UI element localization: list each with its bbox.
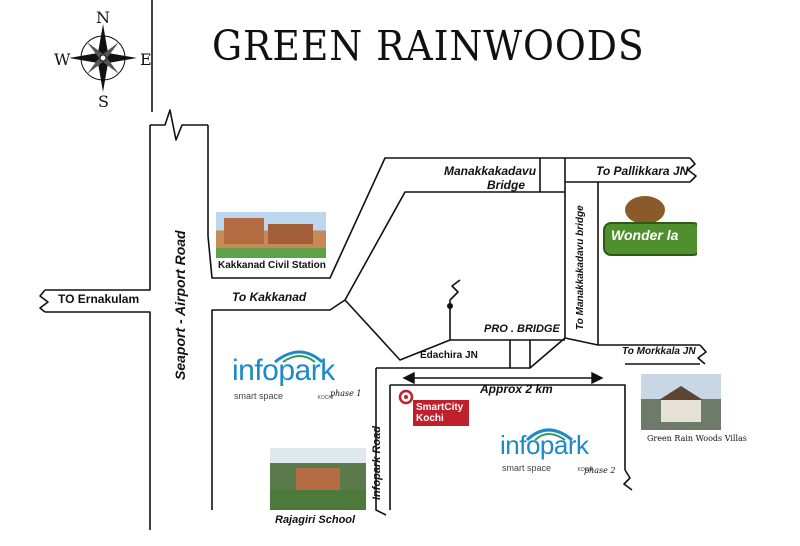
phase2-label: phase 2 xyxy=(584,466,616,475)
wonderla-logo-icon: Wonder la xyxy=(603,196,697,258)
morkkala-road-upper xyxy=(376,337,700,369)
infopark-phase1-word: infopark xyxy=(232,354,335,387)
distance-arrow-right xyxy=(591,371,604,385)
morkkala-break xyxy=(697,344,707,365)
airport-road-left-edge-lower xyxy=(45,311,151,530)
edachira-dot xyxy=(447,303,453,309)
infopark-phase2-koch: KOCHI xyxy=(577,467,594,473)
smartcity-line1: SmartCity xyxy=(416,402,464,413)
rajagiri-school-label: Rajagiri School xyxy=(275,514,356,526)
infopark-phase1: infopark smart space KOCHI xyxy=(232,356,335,404)
compass-west: W xyxy=(54,50,71,69)
infopark-phase2-word: infopark xyxy=(500,430,589,460)
rajagiri-school-photo xyxy=(270,448,366,510)
morkkala-road-lower xyxy=(390,384,626,470)
compass-south: S xyxy=(98,92,109,111)
ernakulam-break xyxy=(39,289,49,313)
manakkakadavu-bridge-label-2: Bridge xyxy=(487,178,526,192)
to-manakkakadavu-bridge-label: To Manakkakadavu bridge xyxy=(575,205,586,330)
distance-arrow-left xyxy=(402,371,415,385)
to-ernakulam-label: TO Ernakulam xyxy=(58,292,140,306)
to-pallikkara-label: To Pallikkara JN xyxy=(596,164,689,178)
villas-label: Green Rain Woods Villas xyxy=(647,434,747,443)
civil-station-photo xyxy=(216,212,326,258)
infopark-phase2: infopark smart space KOCHI xyxy=(500,432,593,476)
to-morkkala-label: To Morkkala JN xyxy=(622,346,696,357)
pro-bridge-road-upper xyxy=(344,299,565,361)
infopark-phase1-logo-icon xyxy=(274,350,324,364)
civil-station-label: Kakkanad Civil Station xyxy=(218,260,326,271)
kakkanad-road-upper xyxy=(207,157,690,279)
infopark-road-left xyxy=(375,368,387,516)
pallikkara-break xyxy=(687,157,697,183)
infopark-phase1-sub: smart space xyxy=(234,391,284,401)
infopark-road-label: Infopark Road xyxy=(371,426,383,500)
edachira-label: Edachira JN xyxy=(420,350,478,361)
compass-east: E xyxy=(140,50,152,69)
pro-bridge-label: PRO . BRIDGE xyxy=(484,323,560,335)
distance-label: Approx 2 km xyxy=(480,382,553,396)
smartcity-logo-icon xyxy=(398,389,414,405)
wonderla-label: Wonder la xyxy=(611,227,679,243)
infopark-phase2-sub: smart space xyxy=(502,463,552,473)
compass-north: N xyxy=(96,8,110,27)
infopark-phase2-logo-icon xyxy=(525,428,573,442)
smartcity-line2: Kochi xyxy=(416,413,444,424)
phase2-break xyxy=(623,469,633,491)
infopark-phase1-koch: KOCHI xyxy=(317,395,334,401)
manakkakadavu-bridge-label-1: Manakkakadavu xyxy=(444,164,537,178)
smartcity-logo: SmartCity Kochi xyxy=(413,400,469,426)
map-title: GREEN RAINWOODS xyxy=(212,22,645,70)
compass-icon xyxy=(69,24,137,92)
airport-road-label: Seaport - Airport Road xyxy=(172,230,188,380)
edachira-break xyxy=(449,279,461,301)
phase1-label: phase 1 xyxy=(330,389,362,398)
airport-road-left-edge xyxy=(45,125,151,291)
to-kakkanad-label: To Kakkanad xyxy=(232,290,307,304)
airport-road-break-top xyxy=(150,109,208,141)
villas-photo xyxy=(641,374,721,430)
kakkanad-road-lower xyxy=(211,191,565,318)
